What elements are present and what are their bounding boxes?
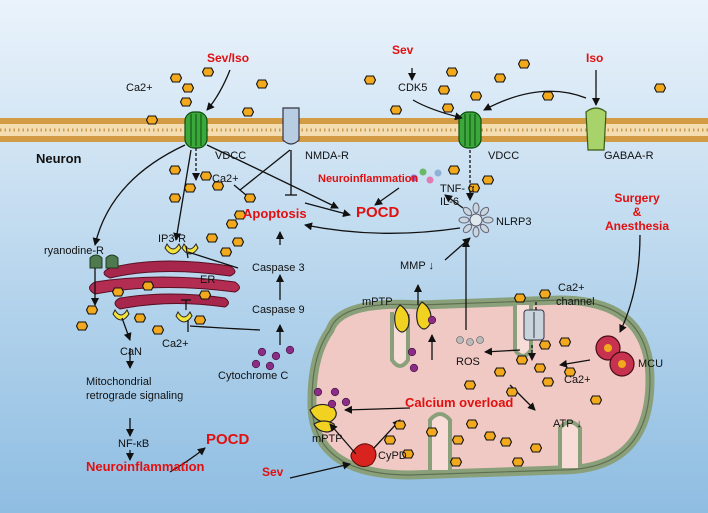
arrow-vdcc-ip3 [173,149,192,241]
gabaa-receptor [585,107,607,151]
arrow-sev-cypd [289,461,351,479]
inhibit-casp3-ip3 [187,251,239,269]
cytochrome-c-label: Cytochrome C [218,370,289,382]
mito-signal-line2: retrograde signaling [86,390,184,402]
arrow-gabaa-vdcc [483,90,587,111]
apoptosis-label: Apoptosis [243,206,307,221]
cypd-protein [350,443,377,468]
atp-label: ATP ↓ [553,418,582,430]
cdk5-label: CDK5 [398,82,428,94]
ampersand-label: & [632,205,642,219]
sev-bottom-trigger: Sev [262,465,284,479]
arrow-neuroinfl-pocd [374,187,400,206]
ros-particles [456,336,484,346]
arrow-vdcc-ryanodine [92,144,186,246]
vdcc-left-label: VDCC [215,150,247,162]
mptp-bottom-pore [309,403,337,433]
ip3-label: IP3-R [158,233,187,245]
er-label: ER [200,274,216,286]
nfkb-label: NF-κB [118,438,150,450]
nmda-receptor [282,107,300,145]
ip3-receptor-shapes [112,242,199,323]
mcu-complex [595,335,635,377]
mptp-top-pore [394,301,437,333]
pocd-mid-label: POCD [356,204,400,221]
ca-channel-label-2: channel [556,296,595,308]
sev-iso-trigger: Sev/Iso [207,51,250,65]
vdcc-right-label: VDCC [488,150,520,162]
pathway-arrows [91,68,641,479]
pocd-bottom-label: POCD [206,431,250,448]
ca-top-label: Ca2+ [126,82,153,94]
vdcc-right-channel [458,111,482,149]
neuron-label: Neuron [36,151,82,166]
sev-top-trigger: Sev [392,43,414,57]
calcium-overload-label: Calcium overload [405,395,514,410]
ros-label: ROS [456,356,480,368]
mito-signal-line1: Mitochondrial [86,376,152,388]
ca-mito-label: Ca2+ [564,374,591,386]
nmda-label: NMDA-R [305,150,349,162]
arrow-cdk5-vdcc [412,99,463,121]
ca-channel-label-1: Ca2+ [558,282,585,294]
cytokine-particles [410,168,442,184]
gabaa-label: GABAA-R [604,150,654,162]
neuroinflammation-bottom: Neuroinflammation [86,459,205,474]
mito-ca-channel [523,309,545,341]
ca-mid-label: Ca2+ [212,173,239,185]
arrow-surgery-mcu [619,234,641,333]
arrow-ca-ros [484,347,521,356]
endoplasmic-reticulum [89,260,240,310]
mmp-label: MMP ↓ [400,260,435,272]
arrow-apoptosis-pocd [304,202,351,218]
iso-top-trigger: Iso [586,51,604,65]
arrow-vdcc-pocd [206,144,339,209]
surgery-trigger: Surgery [614,191,660,205]
arrow-cypd-mptp [329,423,357,455]
nlrp3-inflammasome [458,202,494,238]
cytokine-il6-label: IL-6 [440,196,459,208]
ryanodine-label: ryanodine-R [44,245,104,257]
cypd-label: CyPD [378,450,407,462]
anesthesia-trigger: Anesthesia [604,219,670,233]
neuroinflammation-top: Neuroinflammation [318,173,419,185]
arrow-seviso-vdcc [206,69,231,111]
cytokine-tnf-label: TNF- α [440,183,475,195]
nlrp3-label: NLRP3 [496,216,532,228]
arrow-neuro-pocd [169,447,206,473]
ryanodine-receptor-shapes [89,254,119,269]
mcu-label: MCU [638,358,664,370]
ca-er-label: Ca2+ [162,338,189,350]
arrow-nlrp3-apoptosis [304,222,461,234]
caspase3-label: Caspase 3 [252,262,305,274]
vdcc-left-channel [184,111,208,149]
mptp-top-label: mPTP [362,296,393,308]
mptp-bottom-label: mPTP [312,433,343,445]
inhibit-cytc [189,325,261,331]
arrow-nlrp3-cytokine [444,194,464,209]
caspase9-label: Caspase 9 [252,304,305,316]
can-label: CaN [120,346,143,358]
inhibit-nmda [239,149,291,191]
